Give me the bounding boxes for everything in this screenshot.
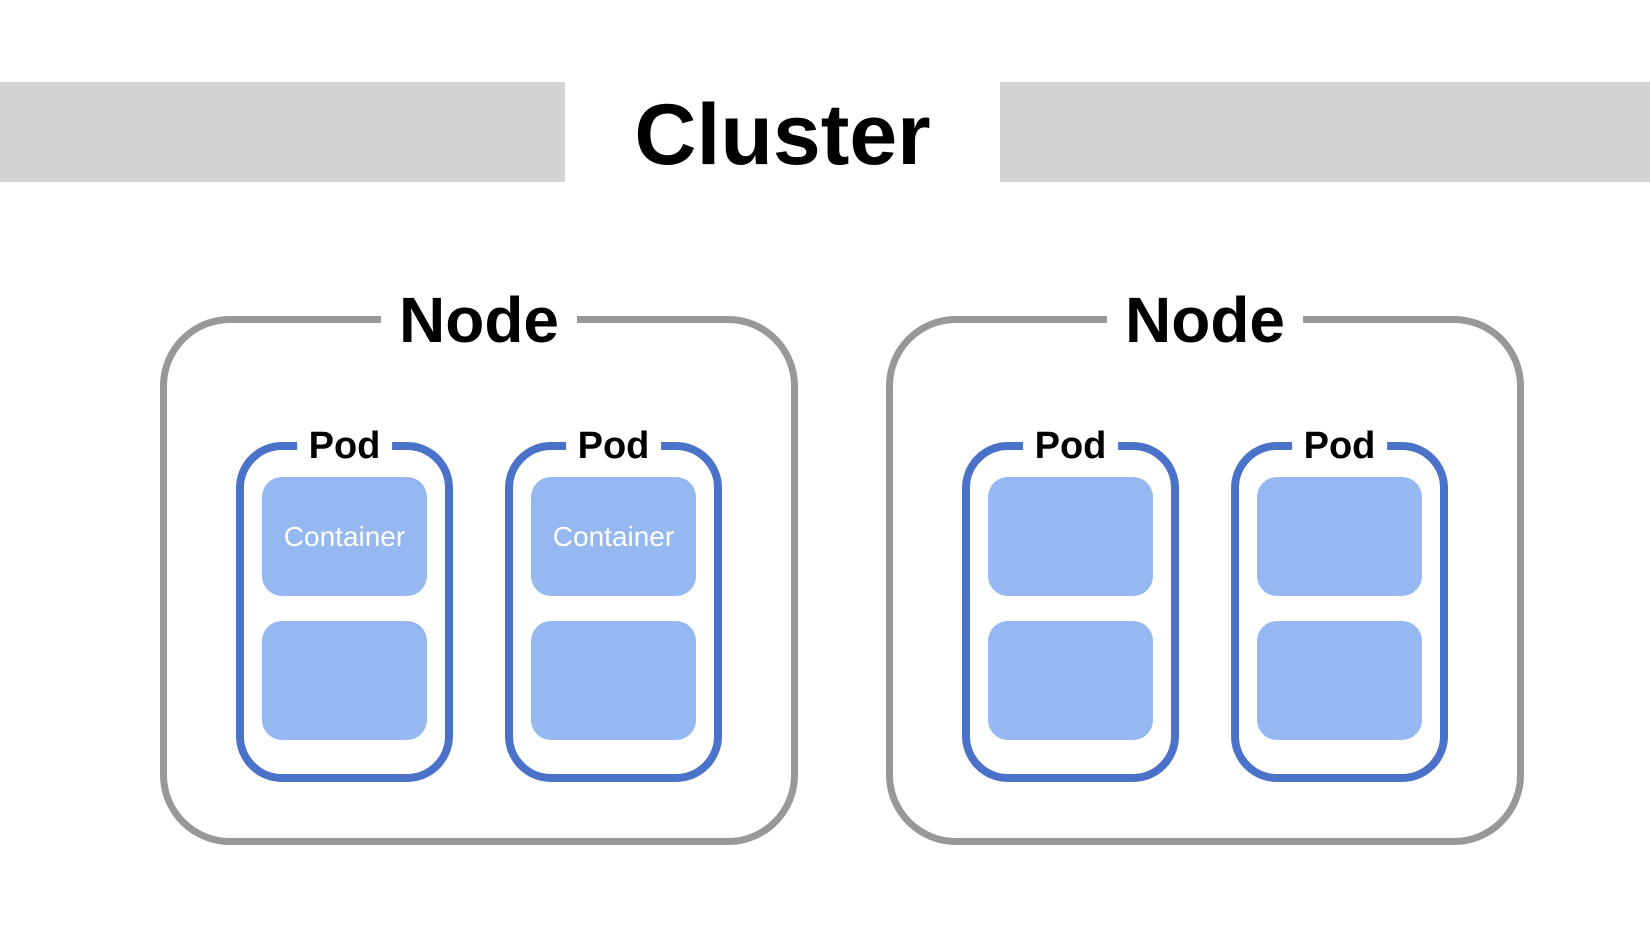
node-box-1: Node Pod Container Pod Container: [160, 287, 798, 845]
container-box: [988, 621, 1153, 740]
container-box: Container: [531, 477, 696, 596]
node-box-2: Node Pod Pod: [886, 287, 1524, 845]
container-box: [988, 477, 1153, 596]
pod-label: Pod: [1291, 427, 1388, 465]
pod-box-2-2: Pod: [1231, 427, 1448, 782]
node-label: Node: [381, 287, 577, 352]
pod-label: Pod: [296, 427, 393, 465]
cluster-title: Cluster: [634, 87, 931, 183]
pod-label: Pod: [1022, 427, 1119, 465]
container-box: [1257, 477, 1422, 596]
container-box: [531, 621, 696, 740]
node-label: Node: [1107, 287, 1303, 352]
cluster-header-bar-left: [0, 82, 565, 182]
container-label: Container: [552, 520, 675, 552]
container-box: [262, 621, 427, 740]
pod-box-1-2: Pod Container: [505, 427, 722, 782]
pod-box-2-1: Pod: [962, 427, 1179, 782]
container-box: Container: [262, 477, 427, 596]
pod-label: Pod: [565, 427, 662, 465]
cluster-header-bar-right: [1000, 82, 1650, 182]
container-label: Container: [283, 520, 406, 552]
pod-box-1-1: Pod Container: [236, 427, 453, 782]
container-box: [1257, 621, 1422, 740]
